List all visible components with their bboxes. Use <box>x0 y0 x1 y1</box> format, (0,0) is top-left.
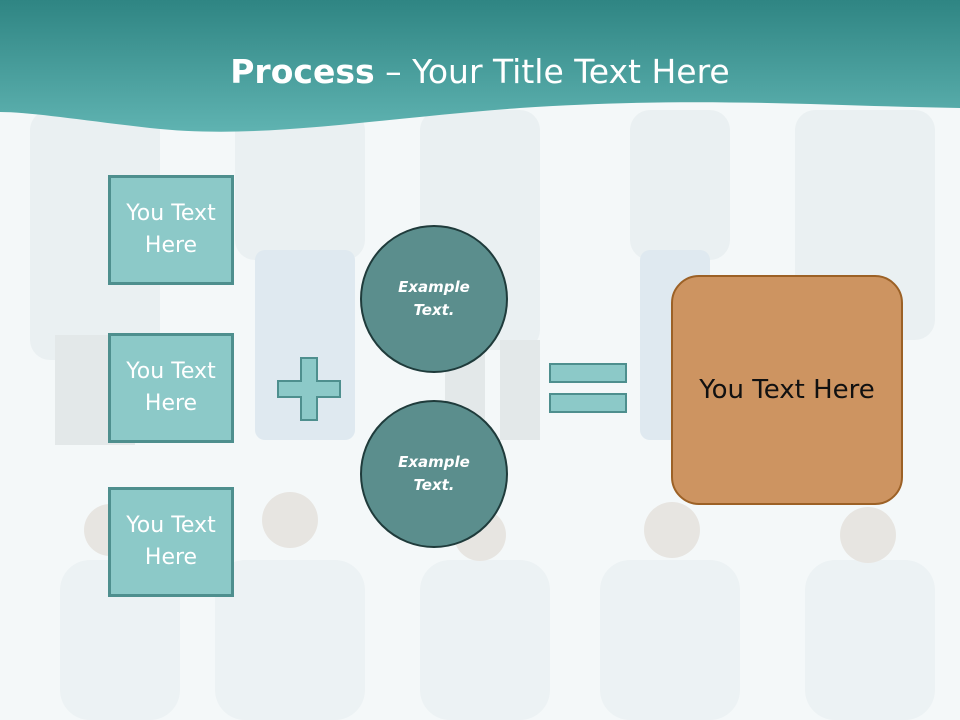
text-box-3[interactable]: You Text Here <box>108 487 234 597</box>
text-box-2[interactable]: You Text Here <box>108 333 234 443</box>
title-bold: Process <box>230 52 375 91</box>
text-box-label: You Text Here <box>126 201 216 258</box>
page-title: Process – Your Title Text Here <box>0 52 960 91</box>
text-box-1[interactable]: You Text Here <box>108 175 234 285</box>
equals-bar-top <box>549 363 627 383</box>
example-circle-1[interactable]: Example Text. <box>360 225 508 373</box>
result-box[interactable]: You Text Here <box>671 275 903 505</box>
header-band <box>0 0 960 132</box>
circle-label: Example Text. <box>398 453 470 494</box>
text-box-label: You Text Here <box>126 359 216 416</box>
plus-icon[interactable] <box>277 357 341 421</box>
equals-bar-bottom <box>549 393 627 413</box>
result-label: You Text Here <box>699 375 875 405</box>
title-rest: – Your Title Text Here <box>374 52 730 91</box>
text-box-label: You Text Here <box>126 513 216 570</box>
circle-label: Example Text. <box>398 278 470 319</box>
example-circle-2[interactable]: Example Text. <box>360 400 508 548</box>
